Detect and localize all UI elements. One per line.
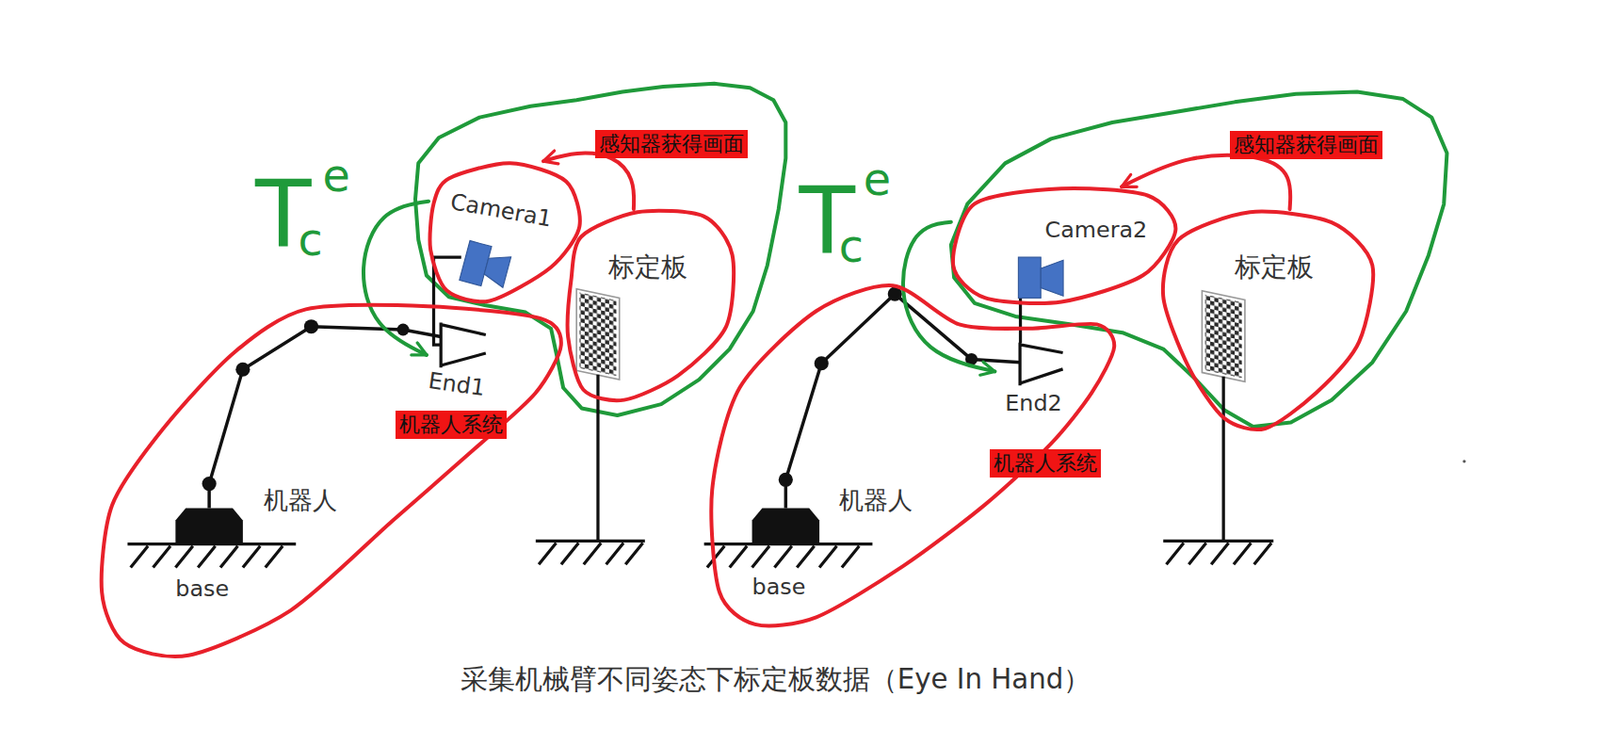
end-effector: End1	[426, 316, 499, 409]
transform-arrow	[363, 201, 429, 356]
hand-drawn-outline	[951, 186, 1180, 305]
robot-joint	[304, 319, 319, 334]
robot-label: 机器人	[263, 485, 338, 516]
board-label: 标定板	[608, 251, 688, 284]
system-tag: 机器人系统	[989, 449, 1101, 478]
base-label: base	[175, 575, 229, 603]
red-outline	[430, 162, 581, 302]
red-outline	[953, 188, 1176, 304]
board-stand	[1163, 376, 1274, 565]
robot-base	[752, 508, 821, 545]
robot-system-region: 机器人系统机器人 base End2	[709, 283, 1117, 628]
calibration-board-region: 标定板	[565, 209, 735, 404]
robot-joint	[202, 476, 217, 491]
hand-drawn-outline	[428, 161, 582, 305]
red-outline	[101, 305, 562, 657]
red-outline	[1163, 211, 1374, 430]
hand-drawn-outline	[99, 304, 565, 662]
stray-dot	[1462, 459, 1466, 463]
end-effector: End2	[994, 334, 1077, 427]
perception-tag: 感知器获得画面	[595, 129, 748, 159]
red-outline	[711, 285, 1115, 626]
board-label: 标定板	[1234, 251, 1314, 284]
board-stand	[535, 374, 646, 566]
robot-label: 机器人	[839, 485, 913, 516]
green-outline	[415, 83, 786, 416]
superscript: e	[322, 153, 350, 199]
perception-arrow	[543, 153, 634, 211]
superscript: e	[863, 157, 891, 203]
checkerboard	[576, 289, 620, 380]
camera-region: Camera2	[951, 186, 1180, 305]
hand-drawn-outline	[1161, 209, 1376, 432]
camera-icon	[1018, 257, 1064, 298]
base-label: base	[752, 573, 807, 601]
subscript: c	[297, 217, 323, 263]
robot-joint	[778, 472, 793, 487]
system-tag: 机器人系统	[395, 410, 507, 439]
red-outline	[567, 210, 734, 401]
green-outline	[951, 92, 1448, 427]
end-label: End2	[1004, 389, 1062, 418]
robot-joint	[396, 323, 409, 336]
camera-mount	[434, 257, 462, 345]
gripper-symbol	[440, 322, 486, 368]
robot-joint	[814, 355, 829, 371]
ground-hatch	[127, 544, 296, 568]
robot-system-region: 机器人系统机器人 base End1	[99, 304, 565, 662]
robot-base	[175, 508, 243, 545]
checkerboard	[1201, 290, 1245, 382]
figure-caption: 采集机械臂不同姿态下标定板数据（Eye In Hand）	[460, 662, 1092, 696]
perception-tag: 感知器获得画面	[1229, 130, 1383, 160]
robot-joint	[235, 362, 250, 377]
robot-arm	[785, 293, 1020, 509]
gripper-symbol	[1020, 342, 1065, 387]
camera-icon	[459, 241, 513, 292]
camera-region: Camera1	[428, 161, 582, 305]
calibration-board-region: 标定板	[1161, 209, 1376, 432]
subscript: c	[839, 224, 864, 270]
camera-label: Camera2	[1045, 216, 1148, 244]
hand-drawn-outline	[565, 209, 735, 404]
ground-hatch	[704, 544, 873, 568]
perception-arrow	[1121, 155, 1291, 210]
camera-label: Camera1	[448, 188, 554, 233]
end-label: End1	[426, 367, 487, 403]
